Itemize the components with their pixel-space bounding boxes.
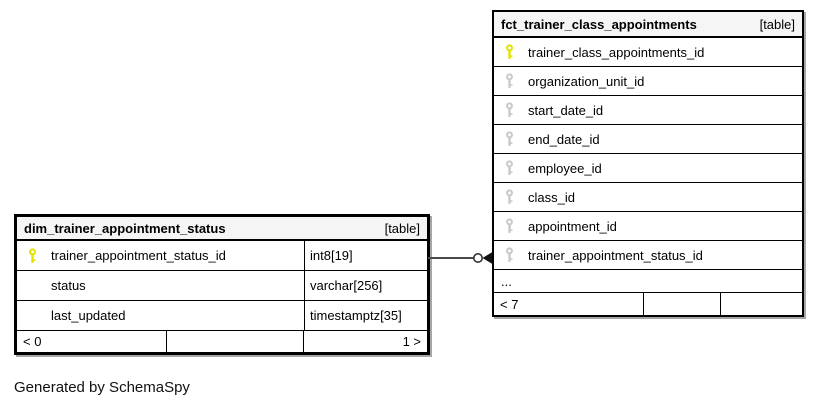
column-name: trainer_appointment_status_id bbox=[528, 247, 703, 263]
key-cell bbox=[494, 212, 524, 240]
foreign-key-icon bbox=[505, 160, 513, 175]
column-name: last_updated bbox=[51, 308, 126, 323]
table-title[interactable]: dim_trainer_appointment_status bbox=[24, 220, 226, 236]
table-row: organization_unit_id bbox=[494, 67, 802, 96]
more-columns-ellipsis: ... bbox=[494, 270, 802, 293]
column-type: int8[19] bbox=[304, 241, 427, 270]
footer-parents-count bbox=[721, 293, 802, 315]
key-cell bbox=[494, 125, 524, 153]
many-arrowhead bbox=[482, 252, 492, 264]
key-cell bbox=[494, 241, 524, 269]
zero-or-one-circle bbox=[472, 253, 483, 263]
table-title[interactable]: fct_trainer_class_appointments bbox=[501, 16, 697, 32]
key-cell bbox=[494, 154, 524, 182]
table-row: status varchar[256] bbox=[17, 271, 427, 301]
column-name: employee_id bbox=[528, 160, 602, 176]
table-dim-trainer-appointment-status: dim_trainer_appointment_status [table] t… bbox=[14, 214, 430, 355]
column-name: status bbox=[51, 278, 86, 293]
footer-children-count: < 7 bbox=[494, 293, 644, 315]
key-cell bbox=[494, 67, 524, 95]
key-cell bbox=[494, 183, 524, 211]
column-name: trainer_appointment_status_id bbox=[51, 248, 226, 263]
foreign-key-icon bbox=[505, 73, 513, 88]
table-row: employee_id bbox=[494, 154, 802, 183]
column-name: class_id bbox=[528, 189, 575, 205]
column-name: trainer_class_appointments_id bbox=[528, 44, 705, 60]
footer-spacer-cell bbox=[644, 293, 721, 315]
generated-by-credit: Generated by SchemaSpy bbox=[14, 379, 190, 396]
table-row: trainer_appointment_status_id int8[19] bbox=[17, 241, 427, 271]
table-row: trainer_appointment_status_id bbox=[494, 241, 802, 270]
table-row: start_date_id bbox=[494, 96, 802, 125]
key-cell bbox=[494, 96, 524, 124]
key-cell bbox=[17, 271, 47, 300]
table-fct-trainer-class-appointments: fct_trainer_class_appointments [table] t… bbox=[492, 10, 804, 317]
primary-key-icon bbox=[505, 44, 513, 59]
foreign-key-icon bbox=[505, 189, 513, 204]
table-row: end_date_id bbox=[494, 125, 802, 154]
footer-children-count: < 0 bbox=[17, 331, 167, 352]
footer-spacer-cell bbox=[167, 331, 304, 352]
column-name: appointment_id bbox=[528, 218, 617, 234]
key-cell bbox=[494, 38, 524, 66]
table-footer: < 0 1 > bbox=[17, 331, 427, 352]
key-cell bbox=[17, 301, 47, 330]
table-footer: < 7 bbox=[494, 293, 802, 315]
foreign-key-icon bbox=[505, 247, 513, 262]
foreign-key-icon bbox=[505, 102, 513, 117]
table-row: class_id bbox=[494, 183, 802, 212]
foreign-key-icon bbox=[505, 131, 513, 146]
column-name: start_date_id bbox=[528, 102, 604, 118]
footer-parents-count: 1 > bbox=[402, 334, 421, 349]
table-kind-label: [table] bbox=[759, 16, 795, 32]
table-row: appointment_id bbox=[494, 212, 802, 241]
table-kind-label: [table] bbox=[384, 220, 420, 236]
column-name: end_date_id bbox=[528, 131, 600, 147]
table-header: fct_trainer_class_appointments [table] bbox=[494, 12, 802, 38]
column-type: varchar[256] bbox=[304, 271, 427, 300]
key-cell bbox=[17, 241, 47, 270]
column-type: timestamptz[35] bbox=[304, 301, 427, 330]
table-row: trainer_class_appointments_id bbox=[494, 38, 802, 67]
column-name: organization_unit_id bbox=[528, 73, 645, 89]
foreign-key-icon bbox=[505, 218, 513, 233]
relationship-connector bbox=[428, 252, 492, 264]
table-row: last_updated timestamptz[35] bbox=[17, 301, 427, 331]
primary-key-icon bbox=[28, 247, 36, 263]
table-header: dim_trainer_appointment_status [table] bbox=[17, 217, 427, 241]
